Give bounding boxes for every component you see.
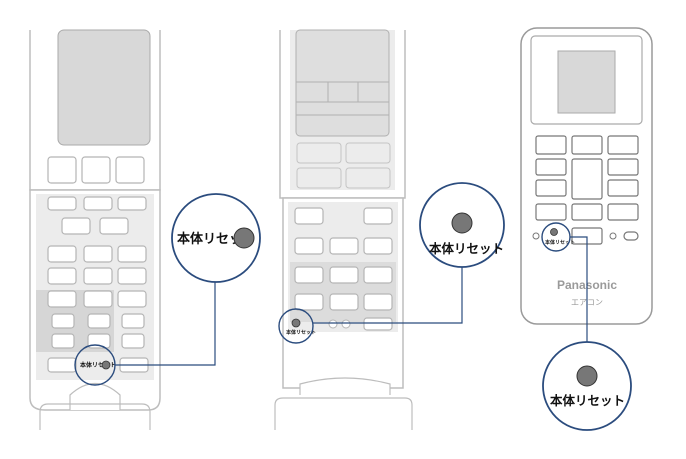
remote-1-button[interactable] bbox=[47, 156, 77, 184]
remote-2-button[interactable] bbox=[345, 142, 391, 164]
remote-1-base bbox=[39, 403, 151, 430]
remote-1-button[interactable] bbox=[83, 245, 113, 263]
remote-1-hinge bbox=[69, 382, 121, 410]
remote-1-button[interactable] bbox=[51, 333, 75, 349]
remote-2-button[interactable] bbox=[363, 317, 393, 331]
remote-2-callout-reset-button bbox=[451, 212, 473, 234]
remote-1-button[interactable] bbox=[99, 217, 129, 235]
remote-2-hinge bbox=[299, 377, 391, 395]
remote-2: 本体リセット 本体リセット bbox=[274, 29, 505, 430]
remote-3-button[interactable] bbox=[607, 135, 639, 155]
remote-3-button[interactable] bbox=[571, 135, 603, 155]
remote-1-button[interactable] bbox=[87, 313, 111, 329]
remote-2-button[interactable] bbox=[345, 167, 391, 189]
remote-3-button[interactable] bbox=[571, 203, 603, 221]
remote-3: 本体リセット Panasonic エアコン 本体リセット bbox=[520, 27, 653, 431]
remote-3-button[interactable] bbox=[623, 231, 639, 241]
remote-3-callout-reset-button bbox=[576, 365, 598, 387]
remote-1-button[interactable] bbox=[117, 196, 147, 211]
remote-1-button[interactable] bbox=[47, 245, 77, 263]
remote-2-reset-small-label: 本体リセット bbox=[285, 329, 316, 336]
remote-2-button[interactable] bbox=[294, 237, 324, 255]
remote-1-inner-panel bbox=[36, 194, 154, 380]
remote-1-button[interactable] bbox=[47, 357, 77, 373]
remote-1-reset-button[interactable] bbox=[101, 360, 111, 370]
remote-1-callout-reset-button bbox=[233, 227, 255, 249]
remote-2-button[interactable] bbox=[363, 293, 393, 311]
remote-1-button[interactable] bbox=[81, 156, 111, 184]
remote-1-button[interactable] bbox=[83, 290, 113, 308]
remote-2-button[interactable] bbox=[294, 207, 324, 225]
remote-3-button[interactable] bbox=[571, 158, 603, 200]
remote-3-leader-line bbox=[570, 236, 588, 345]
remote-3-button[interactable] bbox=[535, 135, 567, 155]
remote-1-button[interactable] bbox=[121, 333, 145, 349]
remote-2-base bbox=[274, 397, 413, 430]
remote-1-lid-buttons bbox=[47, 156, 145, 184]
remote-1-display bbox=[57, 29, 151, 146]
remote-1-button[interactable] bbox=[47, 196, 77, 211]
remote-2-button[interactable] bbox=[296, 167, 342, 189]
remote-3-button[interactable] bbox=[607, 158, 639, 176]
remote-3-button[interactable] bbox=[607, 179, 639, 197]
remote-2-leader-line bbox=[313, 266, 463, 324]
remote-1-button[interactable] bbox=[117, 267, 147, 285]
remote-2-button[interactable] bbox=[294, 266, 324, 284]
remote-2-button[interactable] bbox=[294, 293, 324, 311]
remote-3-button[interactable] bbox=[535, 179, 567, 197]
remote-1-button[interactable] bbox=[83, 267, 113, 285]
remote-3-button[interactable] bbox=[535, 203, 567, 221]
remote-2-highlight-circle bbox=[278, 308, 314, 344]
remote-1-button[interactable] bbox=[51, 313, 75, 329]
remote-3-button[interactable] bbox=[607, 203, 639, 221]
remote-3-callout-label: 本体リセット bbox=[550, 393, 625, 408]
remote-3-button[interactable] bbox=[535, 158, 567, 176]
remote-1: 本体リセット 本体リセット bbox=[29, 29, 261, 430]
remote-1-button[interactable] bbox=[115, 156, 145, 184]
remote-2-button[interactable] bbox=[329, 293, 359, 311]
remote-2-reset-button[interactable] bbox=[291, 318, 301, 328]
remote-3-display bbox=[557, 50, 616, 114]
remote-2-button[interactable] bbox=[329, 237, 359, 255]
remote-3-reset-button[interactable] bbox=[550, 228, 558, 236]
remote-2-button[interactable] bbox=[296, 142, 342, 164]
remote-2-button[interactable] bbox=[363, 237, 393, 255]
remote-1-leader-line bbox=[115, 282, 216, 366]
remote-1-button[interactable] bbox=[83, 196, 113, 211]
remote-1-button[interactable] bbox=[47, 267, 77, 285]
remote-1-button[interactable] bbox=[117, 245, 147, 263]
remote-2-lid-buttons bbox=[296, 142, 391, 189]
remote-1-button[interactable] bbox=[47, 290, 77, 308]
remote-3-reset-small-label: 本体リセット bbox=[544, 239, 575, 246]
remote-2-callout-label: 本体リセット bbox=[429, 241, 504, 256]
remote-1-button[interactable] bbox=[117, 290, 147, 308]
remote-1-reset-small-label: 本体リセット bbox=[80, 361, 116, 369]
remote-2-button[interactable] bbox=[363, 266, 393, 284]
remote-3-buttons bbox=[535, 135, 639, 245]
remote-2-button[interactable] bbox=[363, 207, 393, 225]
remote-1-callout bbox=[171, 193, 261, 283]
remote-1-button[interactable] bbox=[61, 217, 91, 235]
remote-2-display bbox=[295, 29, 390, 137]
remote-2-button[interactable] bbox=[329, 266, 359, 284]
remote-1-panel-buttons bbox=[47, 196, 149, 373]
remote-2-panel-buttons bbox=[294, 207, 393, 331]
remote-1-button[interactable] bbox=[121, 313, 145, 329]
